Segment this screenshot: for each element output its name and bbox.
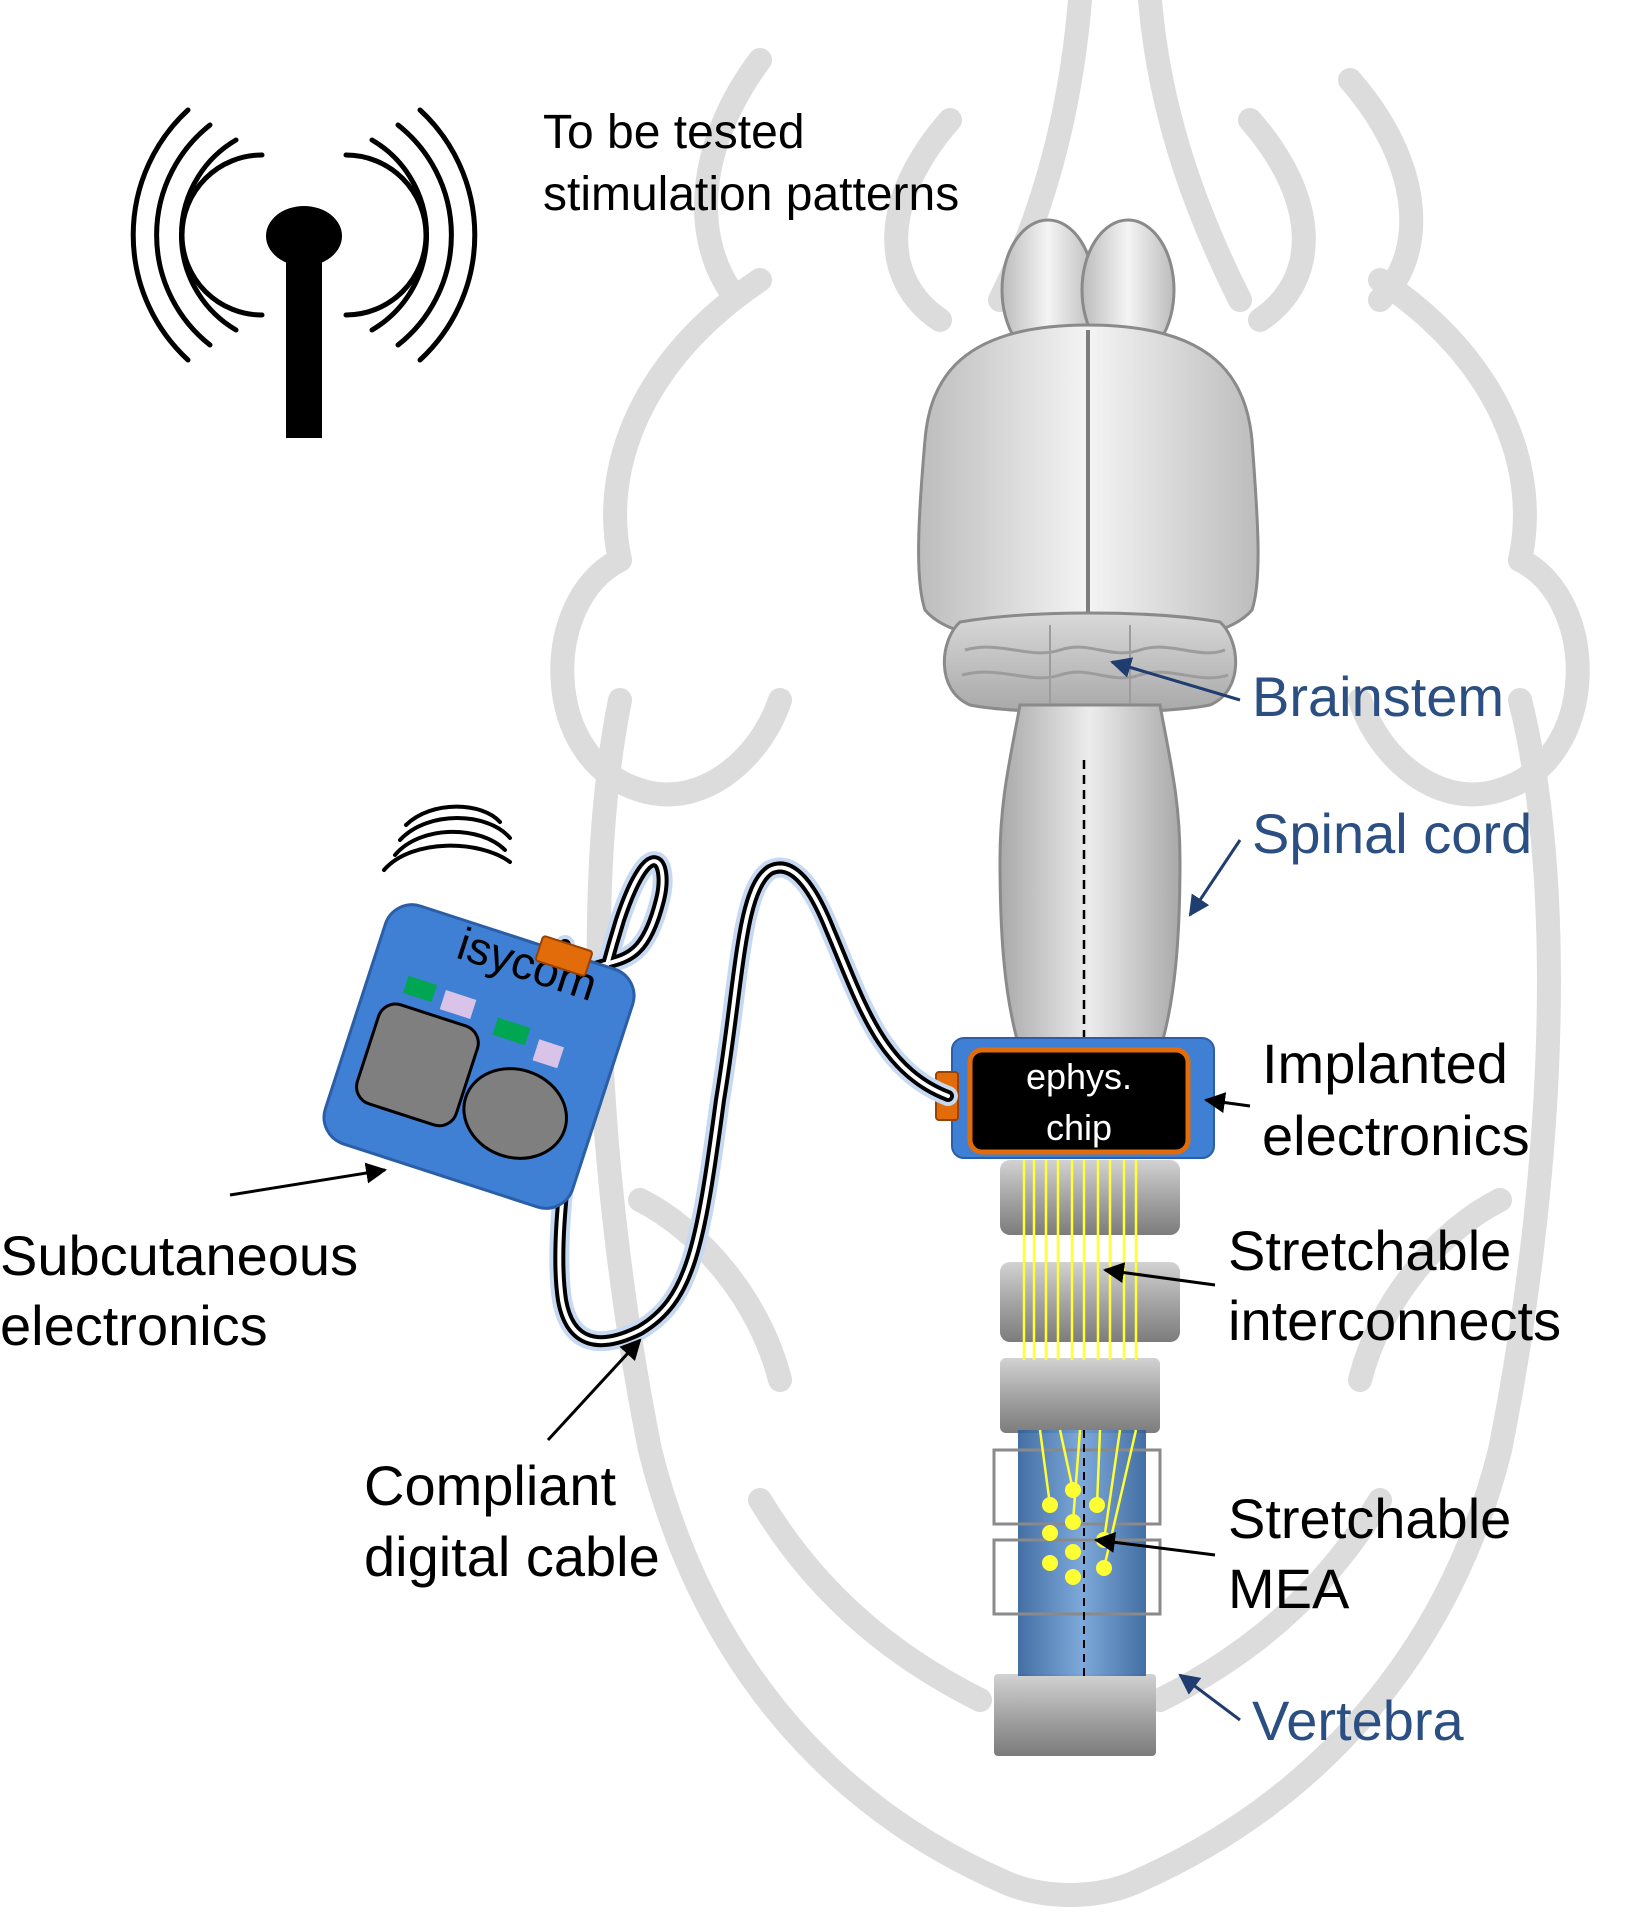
implanted-label-line2: electronics <box>1262 1104 1530 1167</box>
wireless-signal-icon <box>130 107 478 363</box>
brainstem-label: Brainstem <box>1252 665 1504 728</box>
subcutaneous-electronics: isycom <box>322 903 636 1210</box>
cable-arrow <box>546 1338 642 1442</box>
coil-round <box>462 1067 568 1160</box>
subcutaneous-label-line2: electronics <box>0 1294 268 1357</box>
implanted-label-line1: Implanted <box>1262 1032 1508 1095</box>
interconnects-arrow <box>1102 1262 1216 1287</box>
cable-label-line2: digital cable <box>364 1525 660 1588</box>
implanted-electronics <box>935 1037 1215 1159</box>
stretchable-interconnects <box>1022 1160 1138 1569</box>
antenna-icon <box>266 206 342 438</box>
mea-label-line2: MEA <box>1228 1557 1350 1620</box>
spinal-cord-arrow <box>1188 839 1242 917</box>
interconnects-label-line1: Stretchable <box>1228 1219 1511 1282</box>
isycom-connector <box>535 935 593 977</box>
indicator-lilac-2 <box>532 1039 565 1069</box>
vertebra <box>994 1674 1156 1756</box>
implanted-arrow <box>1203 1092 1251 1113</box>
battery-square <box>355 1002 480 1128</box>
subcutaneous-arrow <box>229 1162 388 1197</box>
subcutaneous-label-line1: Subcutaneous <box>0 1224 358 1287</box>
indicator-lilac-1 <box>439 990 477 1019</box>
vertebra-arrow <box>1178 1673 1241 1722</box>
brainstem-arrow <box>1109 657 1241 702</box>
wireless-signal-icon <box>382 804 512 872</box>
ephys-chip <box>967 1047 1191 1155</box>
spinal-cord-label: Spinal cord <box>1252 802 1532 865</box>
spinal-cord <box>998 703 1182 1052</box>
stimulation-label-line2: stimulation patterns <box>543 168 959 221</box>
stimulation-label-line1: To be tested <box>543 106 805 159</box>
brainstem <box>942 611 1238 714</box>
chip-label-line1: ephys. <box>1026 1056 1132 1097</box>
stretchable-mea <box>992 1430 1162 1676</box>
chip-label-line2: chip <box>1046 1107 1112 1148</box>
indicator-green-2 <box>492 1017 531 1046</box>
compliant-digital-cable <box>548 851 958 1352</box>
mea-label-line1: Stretchable <box>1228 1487 1511 1550</box>
indicator-green-1 <box>402 975 438 1003</box>
interconnects-label-line2: interconnects <box>1228 1289 1561 1352</box>
vertebra-label: Vertebra <box>1252 1689 1465 1752</box>
mea-arrow <box>1093 1531 1216 1557</box>
cable-label-line1: Compliant <box>364 1454 617 1517</box>
annotation-arrows <box>229 657 1251 1722</box>
